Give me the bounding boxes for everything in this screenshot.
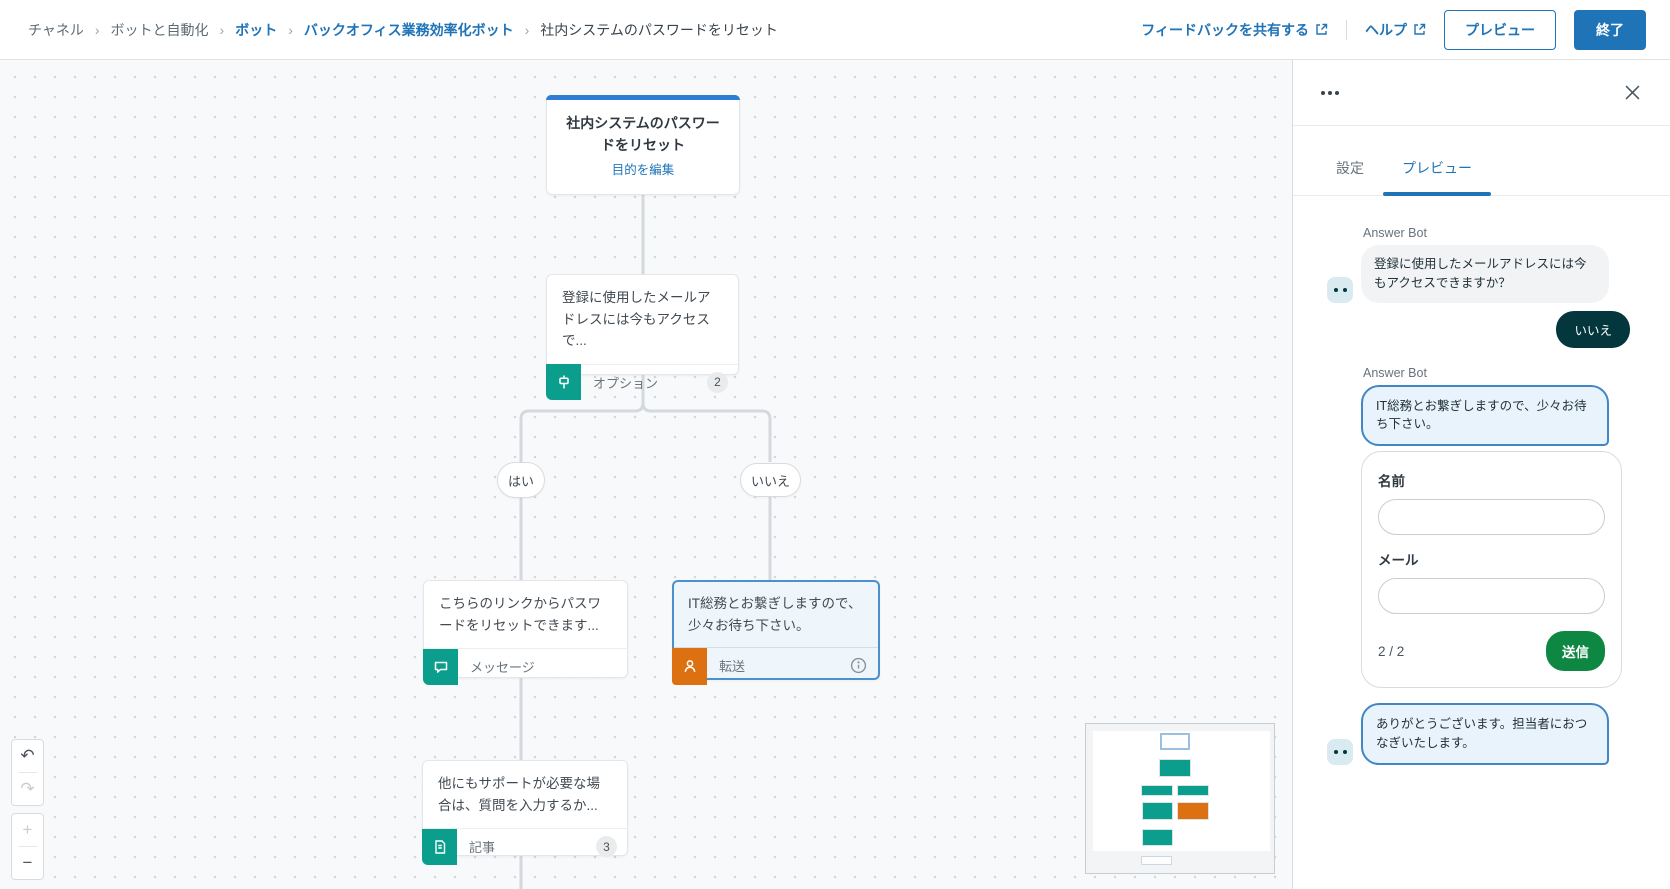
email-field-label: メール <box>1378 553 1419 568</box>
external-link-icon <box>1414 23 1426 35</box>
transfer-agent-icon <box>672 647 707 685</box>
article-step-type-label: 記事 <box>469 840 496 856</box>
options-step-type-label: オプション <box>593 375 659 391</box>
breadcrumb-bots-automation[interactable]: ボットと自動化 <box>110 21 209 38</box>
edit-intent-link[interactable]: 目的を編集 <box>611 163 675 178</box>
article-icon <box>422 828 457 865</box>
undo-button[interactable]: ↶ <box>12 740 43 772</box>
article-step-node[interactable]: 他にもサポートが必要な場合は、質問を入力するか... 記事 3 <box>422 760 628 865</box>
transfer-form-card: 名前 メール 2 / 2 送信 <box>1361 451 1622 688</box>
form-step-counter: 2 / 2 <box>1378 643 1405 659</box>
minimap[interactable] <box>1085 723 1275 874</box>
bot-message-group: Answer Bot 登録に使用したメールアドレスには今もアクセスできますか？ <box>1327 226 1630 303</box>
overflow-menu-icon[interactable] <box>1319 85 1341 101</box>
intent-title: 社内システムのパスワードをリセット <box>566 115 720 153</box>
transfer-step-type-label: 転送 <box>719 659 746 675</box>
minimap-branch-no <box>1178 786 1208 795</box>
divider <box>1346 19 1347 40</box>
message-step-node[interactable]: こちらのリンクからパスワードをリセットできます... メッセージ <box>423 580 628 685</box>
zoom-in-button[interactable]: + <box>12 814 43 846</box>
bot-name-label: Answer Bot <box>1363 226 1427 240</box>
breadcrumb-bots[interactable]: ボット <box>235 21 278 38</box>
breadcrumb-channels[interactable]: チャネル <box>28 21 84 38</box>
chevron-right-icon: › <box>288 21 293 38</box>
top-bar: チャネル › ボットと自動化 › ボット › バックオフィス業務効率化ボット ›… <box>0 0 1670 60</box>
bot-avatar <box>1327 276 1353 303</box>
flow-canvas[interactable]: 社内システムのパスワードをリセット 目的を編集 登録に使用したメールアドレスには… <box>0 60 1292 889</box>
name-field[interactable] <box>1378 499 1605 535</box>
bot-message-bubble: 登録に使用したメールアドレスには今もアクセスできますか？ <box>1361 245 1609 303</box>
breadcrumb-bot-name[interactable]: バックオフィス業務効率化ボット <box>303 21 514 38</box>
submit-button[interactable]: 送信 <box>1546 631 1605 671</box>
bot-message-group: ありがとうございます。担当者におつなぎいたします。 <box>1327 703 1630 765</box>
external-link-icon <box>1316 23 1328 35</box>
options-icon <box>546 364 581 401</box>
minimap-offscreen-node <box>1141 856 1172 865</box>
message-icon <box>423 648 458 685</box>
tab-preview[interactable]: プレビュー <box>1383 158 1491 196</box>
user-reply-bubble: いいえ <box>1556 310 1630 348</box>
branch-label-yes: はい <box>497 462 545 498</box>
panel-header <box>1293 60 1670 126</box>
message-step-text: こちらのリンクからパスワードをリセットできます... <box>439 596 601 633</box>
minimap-message-node <box>1143 803 1172 819</box>
bot-name-label: Answer Bot <box>1363 365 1427 380</box>
chevron-right-icon: › <box>524 21 530 38</box>
transfer-step-text: IT総務とお繋ぎしますので、少々お待ち下さい。 <box>688 596 862 633</box>
step-detail-panel: 設定 プレビュー Answer Bot 登録に使用したメールアドレスには今もアク… <box>1292 60 1670 889</box>
message-step-footer: メッセージ <box>423 648 627 685</box>
minimap-branch-yes <box>1142 786 1172 795</box>
info-icon[interactable] <box>850 657 867 674</box>
article-step-text: 他にもサポートが必要な場合は、質問を入力するか... <box>438 776 600 813</box>
transfer-step-footer: 転送 <box>672 647 878 685</box>
redo-button[interactable]: ↷ <box>12 773 43 805</box>
bot-avatar <box>1327 738 1353 765</box>
message-step-type-label: メッセージ <box>470 660 535 676</box>
zoom-out-button[interactable]: − <box>12 847 43 879</box>
divider <box>18 846 37 847</box>
help-label: ヘルプ <box>1365 21 1407 38</box>
bot-message-bubble-highlighted: ありがとうございます。担当者におつなぎいたします。 <box>1361 703 1609 765</box>
user-reply-row: いいえ <box>1327 310 1630 348</box>
article-count-badge: 3 <box>596 836 617 858</box>
options-step-footer: オプション 2 <box>546 363 738 401</box>
email-field[interactable] <box>1378 578 1605 614</box>
options-step-text: 登録に使用したメールアドレスには今もアクセスで... <box>562 290 711 349</box>
share-feedback-link[interactable]: フィードバックを共有する <box>1141 20 1328 40</box>
share-feedback-label: フィードバックを共有する <box>1141 21 1309 38</box>
bot-message-group: Answer Bot IT総務とお繋ぎしますので、少々お待ち下さい。 名前 メー… <box>1327 365 1630 688</box>
name-field-label: 名前 <box>1378 474 1405 489</box>
zoom-controls: + − <box>11 813 44 880</box>
bot-message-bubble-highlighted: IT総務とお繋ぎしますので、少々お待ち下さい。 <box>1361 384 1609 446</box>
article-step-footer: 記事 3 <box>422 828 627 865</box>
panel-tabs: 設定 プレビュー <box>1293 126 1670 196</box>
intent-node[interactable]: 社内システムのパスワードをリセット 目的を編集 <box>546 95 740 195</box>
preview-button[interactable]: プレビュー <box>1444 9 1556 50</box>
topbar-actions: フィードバックを共有する ヘルプ プレビュー 終了 <box>1141 9 1646 50</box>
minimap-article-node <box>1143 830 1172 845</box>
finish-button[interactable]: 終了 <box>1574 9 1646 50</box>
breadcrumb-current-answer: 社内システムのパスワードをリセット <box>540 21 778 38</box>
options-step-node[interactable]: 登録に使用したメールアドレスには今もアクセスで... オプション 2 <box>546 274 739 401</box>
conversation-preview: Answer Bot 登録に使用したメールアドレスには今もアクセスできますか？ … <box>1293 196 1670 889</box>
tab-settings[interactable]: 設定 <box>1336 160 1364 176</box>
chevron-right-icon: › <box>219 21 225 38</box>
history-controls: ↶ ↷ <box>11 739 44 806</box>
connector-lines <box>519 195 772 889</box>
close-icon[interactable] <box>1621 81 1644 104</box>
minimap-transfer-node <box>1178 803 1208 819</box>
minimap-intent-node <box>1160 733 1190 750</box>
transfer-step-node-selected[interactable]: IT総務とお繋ぎしますので、少々お待ち下さい。 転送 <box>672 580 880 685</box>
help-link[interactable]: ヘルプ <box>1365 20 1426 40</box>
breadcrumb: チャネル › ボットと自動化 › ボット › バックオフィス業務効率化ボット ›… <box>28 20 778 40</box>
options-count-badge: 2 <box>707 371 728 393</box>
divider <box>18 772 37 773</box>
minimap-options-node <box>1160 760 1190 776</box>
branch-label-no: いいえ <box>740 463 801 497</box>
chevron-right-icon: › <box>94 21 100 38</box>
